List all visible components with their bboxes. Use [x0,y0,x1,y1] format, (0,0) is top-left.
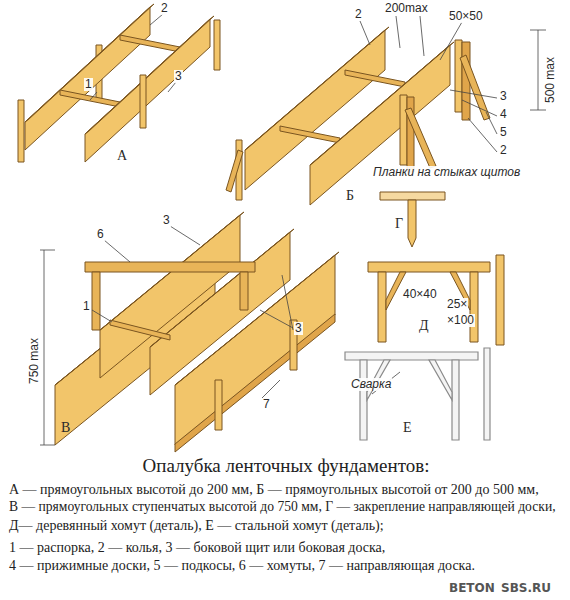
yoke-leg [240,272,248,310]
title: Опалубка ленточных фундаментов: [0,456,570,477]
callout-number: 2 [354,8,363,21]
callout-number: 3 [294,322,303,335]
press-board [455,40,462,112]
dimension-line [538,30,539,110]
dimension: 750 max [28,337,41,385]
side-board [310,45,450,205]
view-letter: Е [402,420,413,435]
dimension: 40×40 [402,288,438,301]
dimension: ×100 [446,314,475,327]
stake [140,75,146,128]
spreader [345,70,405,87]
leader-line [150,14,163,25]
leader-line [260,310,293,328]
steel-leg [452,360,459,440]
steel-leg [360,360,367,440]
note: Планки на стыках щитов [372,166,521,179]
callout-number: 4 [499,108,508,121]
leader-line [440,22,462,60]
leader-line [462,100,497,116]
leader-line [450,90,497,98]
view-letter: А [116,148,128,163]
dimension-line [40,445,55,446]
leader-line [104,240,130,262]
caption-line: Д— деревянный хомут (деталь), Е — стальн… [8,518,385,533]
stake [18,100,24,162]
leader-line [468,118,497,152]
leader-line [396,16,400,48]
dimension: 50×50 [448,10,484,23]
yoke-leg [378,272,386,342]
callout-number: 3 [162,214,171,227]
dimension: 25× [446,298,468,311]
dimension: 200max [384,2,429,15]
side-board [175,255,335,445]
caption-line: А — прямоугольных высотой до 200 мм, Б —… [8,482,540,497]
yoke-side [496,255,504,345]
dimension-line [44,250,45,445]
yoke-leg [92,272,100,330]
yoke-leg [470,272,478,342]
steel-brace [429,360,452,400]
leader-line [262,380,280,398]
steel-side [484,348,490,440]
watermark: SBS.RU [500,582,552,595]
press-board [400,95,407,165]
stake [214,20,220,70]
board-edge [85,16,214,134]
view-letter: В [60,420,71,435]
leader-line [168,82,176,92]
guide-board [175,314,335,452]
dimension-line [40,250,55,251]
callout-number: 2 [160,2,169,15]
callout-number: 7 [262,398,271,411]
stake [408,200,416,247]
brace [460,55,490,120]
side-board [85,19,210,162]
dimension: 500 max [544,56,557,104]
spreader [120,35,180,52]
note: Сварка [350,378,392,391]
spreader [110,320,170,340]
leader-line [360,21,370,45]
caption-line: 1 — распорка, 2 — колья, 3 — боковой щит… [8,540,386,555]
steel-bar [345,352,478,360]
yoke [85,262,255,272]
view-letter: Д [418,318,430,333]
joint-plank [380,192,445,200]
leader-line [486,112,497,134]
callout-number: 3 [174,70,183,83]
side-board [25,7,150,150]
spreader [280,126,340,143]
leader-line [282,275,293,330]
brace [226,150,243,192]
leader-line [92,310,112,322]
callout-number: 2 [499,144,508,157]
leader-line [90,92,97,100]
press-board [215,380,222,430]
callout-number: 5 [499,126,508,139]
caption-line: 4 — прижимные доски, 5 — подкосы, 6 — хо… [8,558,476,573]
view-letter: Г [394,216,404,231]
board-edge [175,252,339,385]
board-edge [310,42,454,165]
view-letter: Б [345,188,355,203]
callout-number: 3 [499,90,508,103]
callout-number: 1 [84,78,93,91]
callout-number: 1 [82,300,91,313]
brace [405,108,436,168]
spreader [60,90,120,107]
watermark: BETON [448,582,496,595]
yoke-bar [368,262,490,272]
caption-line: В — прямоугольных ступенчатых высотой до… [8,500,557,515]
leader-line [170,226,200,245]
leader-line [420,16,424,56]
callout-number: 6 [96,228,105,241]
